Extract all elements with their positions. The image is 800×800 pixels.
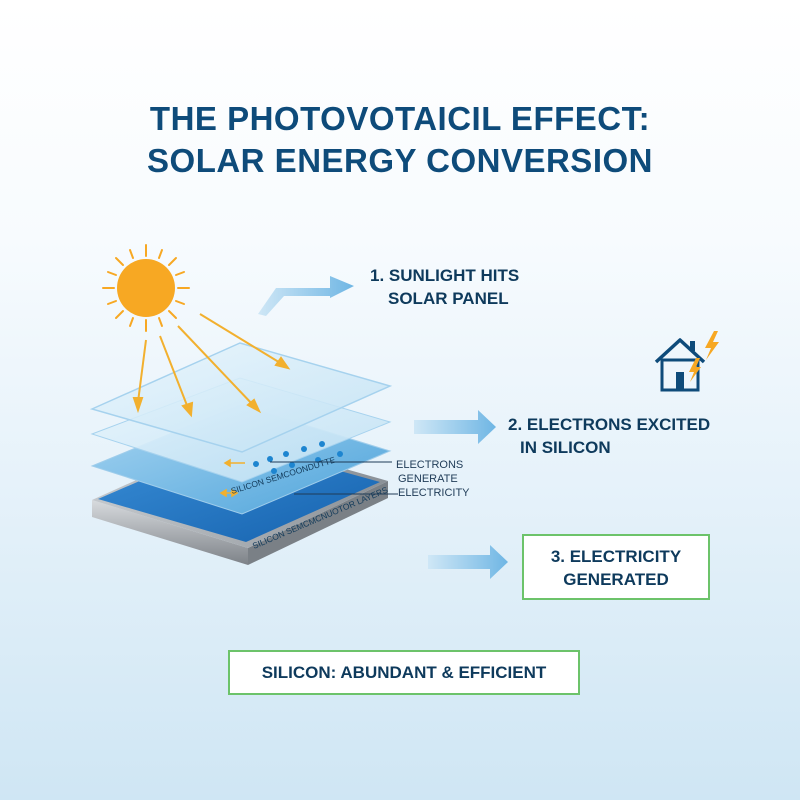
lightning-icon — [689, 331, 719, 382]
silicon-info-box: SILICON: ABUNDANT & EFFICIENT — [228, 650, 580, 695]
step2-line-2: IN SILICON — [520, 438, 611, 457]
house-icon — [654, 338, 706, 392]
step2-arrow — [414, 410, 496, 444]
title-line-1: THE PHOTOVOTAICIL EFFECT: — [149, 100, 651, 137]
electrons — [253, 441, 343, 474]
step2-label: 2. ELECTRONS EXCITED IN SILICON — [508, 413, 710, 459]
step1-label: 1. SUNLIGHT HITS SOLAR PANEL — [370, 264, 519, 310]
callout-lines — [270, 461, 398, 495]
step3-arrow — [428, 545, 508, 579]
current-arrows — [219, 458, 245, 498]
page-title: THE PHOTOVOTAICIL EFFECT: SOLAR ENERGY C… — [0, 98, 800, 182]
callout-line-1: ELECTRONS — [396, 459, 463, 471]
glass-layer-top — [89, 342, 393, 453]
sun-icon — [102, 244, 190, 332]
step3-line-1: 3. ELECTRICITY — [550, 547, 682, 566]
step1-arrow — [258, 276, 354, 316]
step1-line-1: 1. SUNLIGHT HITS — [370, 266, 520, 285]
step3-box: 3. ELECTRICITY GENERATED — [522, 534, 710, 600]
callout-line-2: GENERATE — [398, 473, 458, 485]
callout-line-3: ELECTRICITY — [398, 487, 470, 499]
step3-line-2: GENERATED — [563, 570, 669, 589]
title-line-2: SOLAR ENERGY CONVERSION — [147, 142, 653, 179]
sunlight-rays — [132, 313, 291, 418]
electrons-callout: ELECTRONS GENERATE ELECTRICITY — [396, 459, 470, 499]
step1-line-2: SOLAR PANEL — [388, 289, 509, 308]
step2-line-1: 2. ELECTRONS EXCITED — [508, 415, 711, 434]
